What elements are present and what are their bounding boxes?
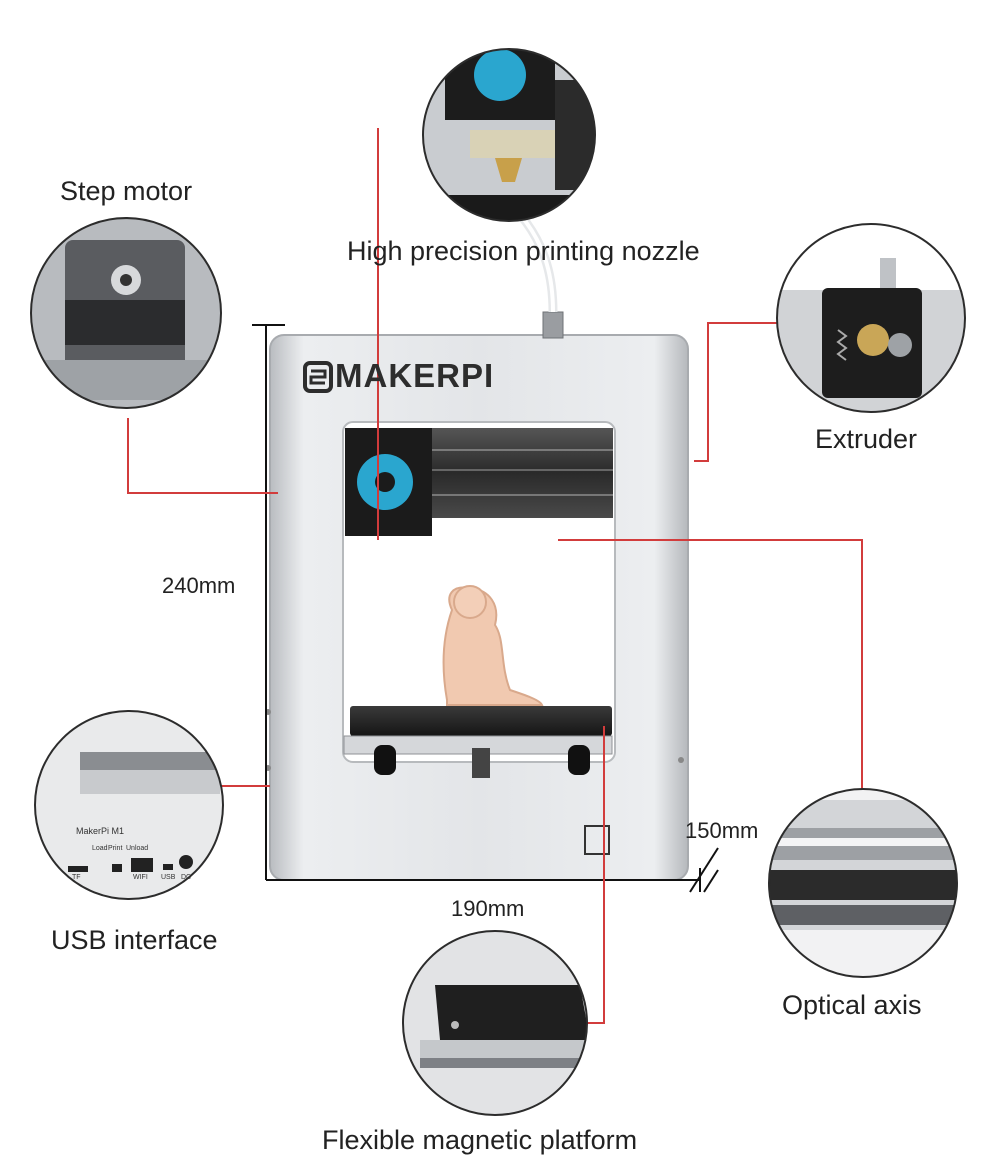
nozzle-closeup [422, 48, 596, 222]
panel-label-dc: DC [181, 874, 192, 881]
panel-label-wifi: WIFI [133, 874, 148, 881]
panel-port-load: Load [92, 845, 108, 852]
dimension-lines [252, 324, 719, 893]
dimension-depth: 150mm [685, 818, 759, 843]
label-platform: Flexible magnetic platform [322, 1125, 638, 1155]
dimension-width: 190mm [451, 896, 525, 921]
panel-label-tf: TF [72, 874, 81, 881]
platform-closeup [402, 930, 588, 1116]
label-extruder: Extruder [815, 424, 918, 454]
print-bed [343, 706, 613, 778]
optical-axis-closeup [768, 788, 958, 978]
x-axis-gantry [345, 428, 613, 536]
label-nozzle: High precision printing nozzle [347, 236, 700, 266]
panel-model-text: MakerPi M1 [76, 826, 125, 836]
leader-lines [127, 128, 863, 1024]
printed-model [442, 585, 544, 706]
panel-label-usb: USB [161, 874, 176, 881]
label-step-motor: Step motor [60, 176, 193, 206]
dimension-height: 240mm [162, 573, 236, 598]
label-optical-axis: Optical axis [782, 990, 922, 1020]
makerpi-logo-mark [303, 361, 333, 393]
step-motor-closeup [30, 217, 222, 409]
brand-logo: MAKERPI [335, 357, 495, 394]
panel-port-print: Print [108, 845, 123, 852]
label-usb-interface: USB interface [51, 925, 218, 955]
panel-port-unload: Unload [126, 845, 149, 852]
usb-interface-closeup [34, 710, 224, 900]
extruder-closeup [776, 223, 966, 413]
